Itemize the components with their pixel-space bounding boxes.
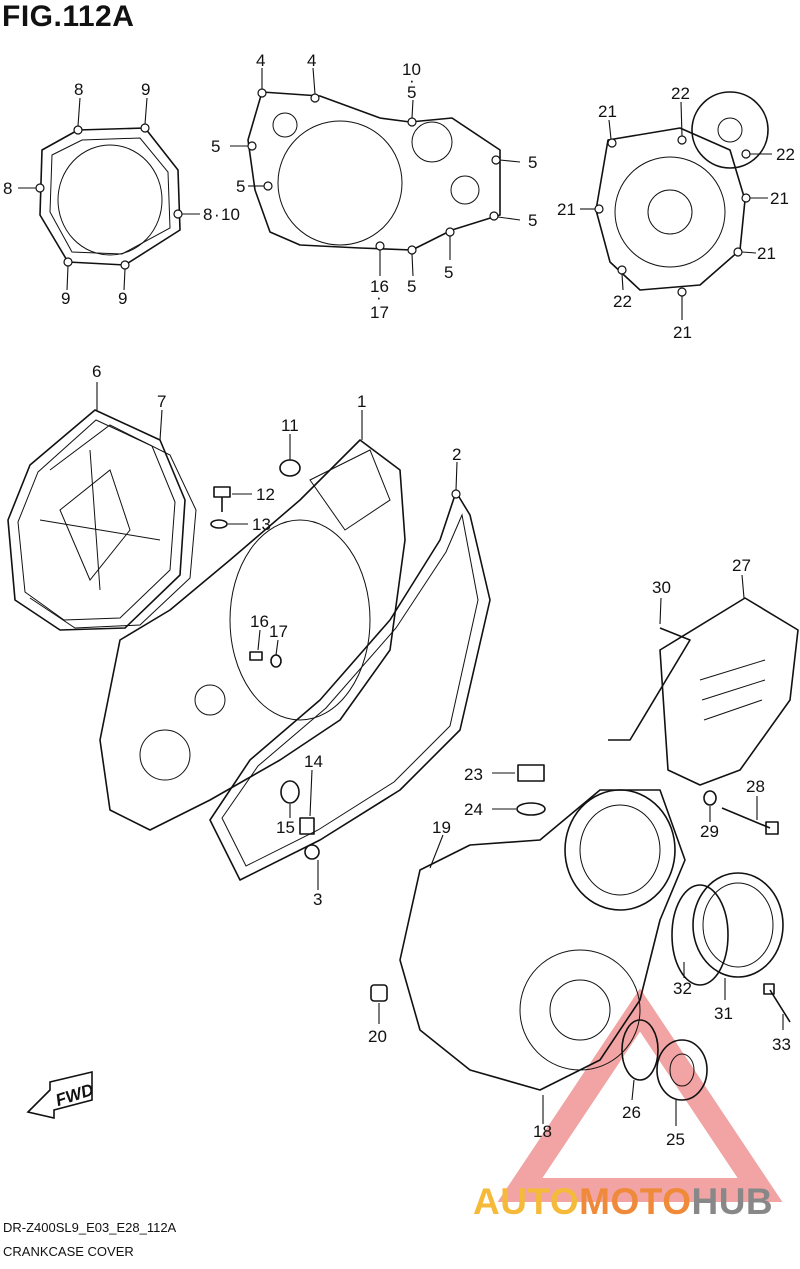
drawing-code: DR-Z400SL9_E03_E28_112A	[3, 1220, 177, 1235]
callout-16: 16	[250, 612, 269, 631]
callout-24: 24	[464, 800, 483, 819]
callout-27: 27	[732, 556, 751, 575]
callout-3: 3	[313, 890, 322, 909]
clutch-cover-part6	[7, 409, 186, 631]
sprocket-cover-part27	[659, 597, 799, 786]
callout-20: 20	[368, 1027, 387, 1046]
clutch-cover-gasket-part7	[29, 424, 197, 629]
callout-21: 21	[598, 102, 617, 121]
callout-17: 17	[269, 622, 288, 641]
callout-19: 19	[432, 818, 451, 837]
watermark-part: AUTO	[473, 1181, 580, 1222]
diagram-caption: CRANKCASE COVER	[3, 1244, 134, 1259]
dowel-pin-part20	[370, 984, 388, 1002]
crankcase-cover-part1	[99, 439, 406, 831]
callout-22: 22	[776, 145, 795, 164]
callout-5: 5	[236, 177, 245, 196]
callout-7: 7	[157, 392, 166, 411]
callout-21: 21	[770, 189, 789, 208]
oring-part26-plug-part25	[621, 1019, 708, 1101]
gasket-detail-topleft	[35, 123, 183, 270]
callout-10: 10	[221, 205, 240, 224]
callout-4: 4	[256, 51, 265, 70]
callout-21: 21	[557, 200, 576, 219]
watermark-triangle	[497, 988, 783, 1202]
callout-33: 33	[772, 1035, 791, 1054]
callout-9: 9	[118, 289, 127, 308]
callout-25: 25	[666, 1130, 685, 1149]
crankcase-gasket-part2	[209, 489, 491, 881]
callout-12: 12	[256, 485, 275, 504]
callout-30: 30	[652, 578, 671, 597]
inspection-cap-part31-oring-part32	[671, 872, 791, 1023]
callout-5: 5	[528, 153, 537, 172]
callout-21: 21	[757, 244, 776, 263]
callout-labels: 8 9 8 8 · 10 9 9 4 4 10 · 5 5 5 5 5 5 5 …	[3, 51, 795, 1149]
callout-1: 1	[357, 392, 366, 411]
callout-13: 13	[252, 515, 271, 534]
callout-2: 2	[452, 445, 461, 464]
forward-direction-arrow: FWD	[26, 1070, 96, 1120]
callout-5: 5	[444, 263, 453, 282]
callout-9: 9	[61, 289, 70, 308]
callout-5: 5	[407, 277, 416, 296]
callout-22: 22	[671, 84, 690, 103]
callout-4: 4	[307, 51, 316, 70]
cover-inside-view-topmid	[247, 88, 501, 255]
callout-17: 17	[370, 303, 389, 322]
watermark-logo: AUTOMOTOHUB	[473, 1181, 773, 1223]
callout-32: 32	[673, 979, 692, 998]
callout-28: 28	[746, 777, 765, 796]
callout-14: 14	[304, 752, 323, 771]
callout-11: 11	[281, 416, 299, 435]
callout-29: 29	[700, 822, 719, 841]
callout-23: 23	[464, 765, 483, 784]
callout-31: 31	[714, 1004, 733, 1023]
callout-16: 16	[370, 277, 389, 296]
bracket-part30	[608, 627, 691, 741]
watermark-part: HUB	[691, 1181, 774, 1222]
callout-8: 8	[203, 205, 212, 224]
watermark-part: MOTO	[579, 1181, 692, 1222]
callout-8: 8	[3, 179, 12, 198]
callout-6: 6	[92, 362, 101, 381]
callout-21: 21	[673, 323, 692, 342]
magneto-cover-inside-view-topright	[594, 91, 769, 297]
callout-9: 9	[141, 80, 150, 99]
callout-5: 5	[407, 83, 416, 102]
callout-22: 22	[613, 292, 632, 311]
callout-5: 5	[211, 137, 220, 156]
figure-title: FIG.112A	[2, 0, 135, 33]
bolt-part28-washer-part29	[703, 790, 779, 835]
callout-26: 26	[622, 1103, 641, 1122]
cap-parts-23-24	[516, 764, 546, 816]
callout-dot: ·	[376, 288, 382, 307]
callout-dot: ·	[409, 71, 415, 90]
callout-5: 5	[528, 211, 537, 230]
magneto-cover-part18	[399, 789, 686, 1091]
callout-15: 15	[276, 818, 295, 837]
callout-dot: ·	[214, 205, 220, 224]
callout-8: 8	[74, 80, 83, 99]
callout-10: 10	[402, 60, 421, 79]
callout-18: 18	[533, 1122, 552, 1141]
